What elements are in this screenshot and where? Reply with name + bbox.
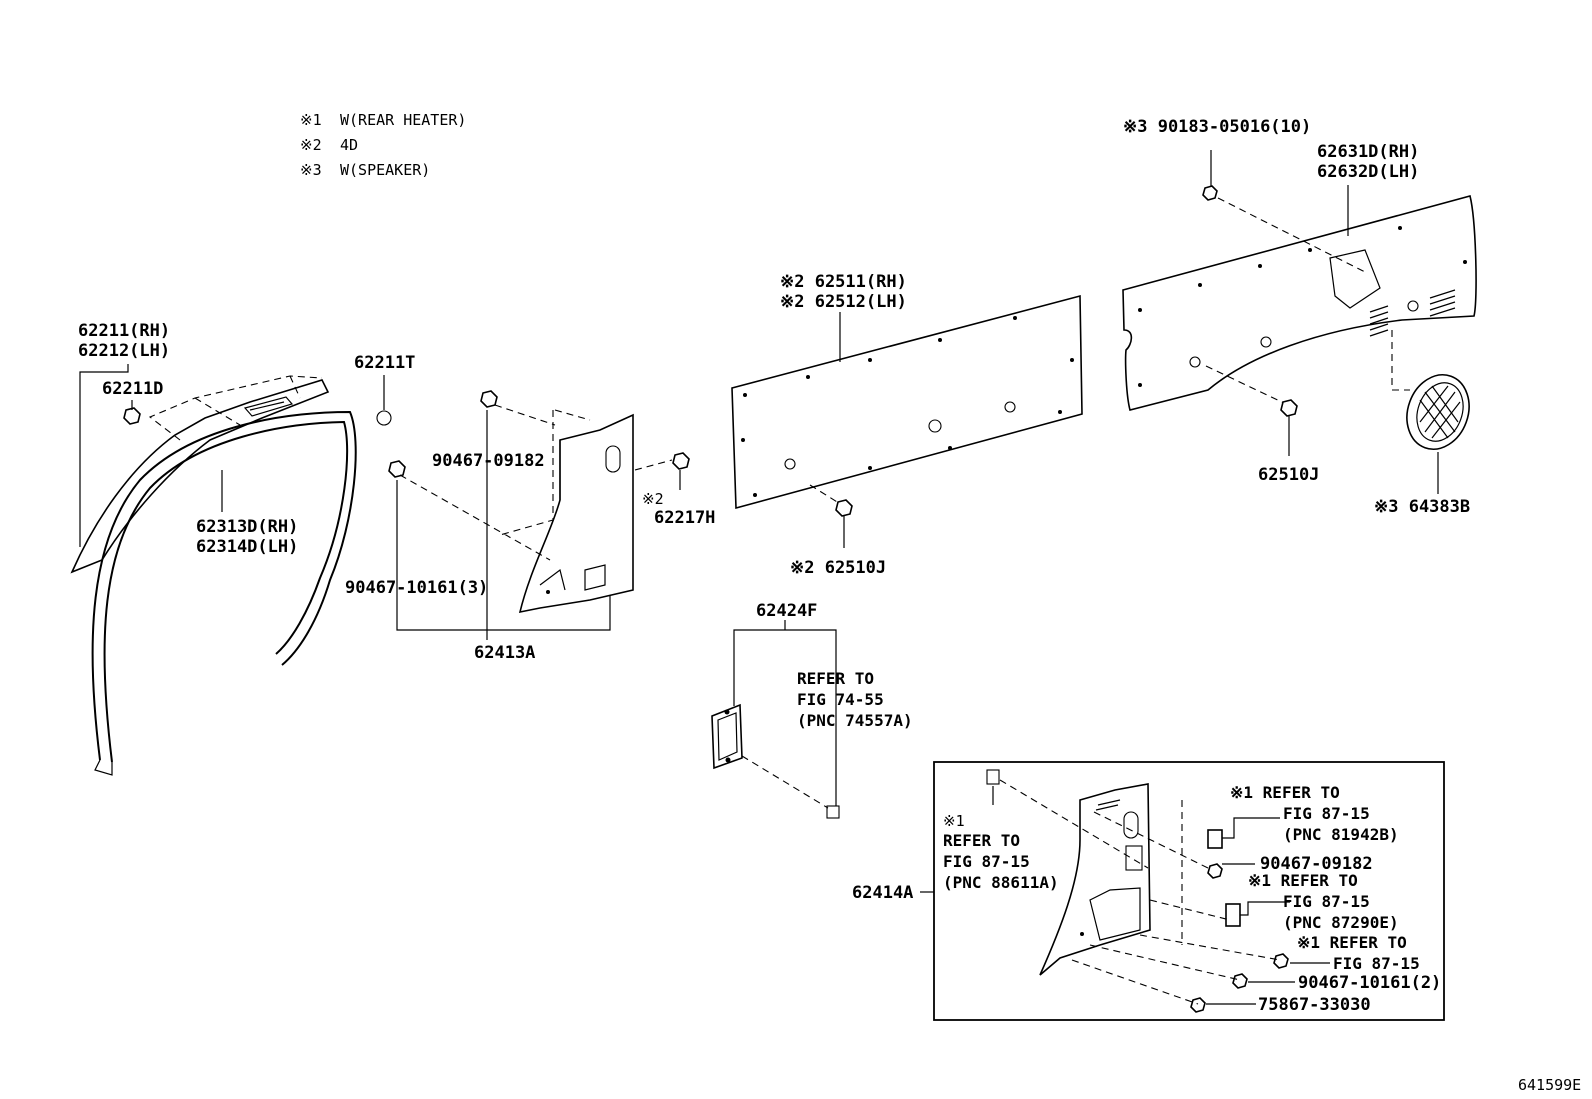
cap-62211t[interactable] [376,410,392,426]
leader-62510j-a-dash [809,484,843,506]
label-62510j-b: 62510J [1258,465,1319,485]
clip-box-75867[interactable] [1190,997,1206,1013]
clip-box-90467-10161[interactable] [1232,973,1248,989]
box-ref-l-line2: FIG 87-15 [943,852,1030,871]
label-62314d-lh: 62314D(LH) [196,537,298,557]
box-ref-l-line3: (PNC 88611A) [943,873,1059,892]
leader-62510j-b-dash [1205,365,1287,405]
side-panel-62511[interactable] [731,294,1083,510]
label-62211-rh: 62211(RH) [78,321,170,341]
speaker-grille-slots [1369,289,1456,337]
label-62632d-lh: 62632D(LH) [1317,162,1419,182]
clip-62211d[interactable] [123,407,141,425]
box-ref-r2-line1: ※1 REFER TO [1248,871,1358,890]
label-62510j-a: ※2 62510J [790,558,886,578]
label-62313d-rh: 62313D(RH) [196,517,298,537]
label-62211t: 62211T [354,353,415,373]
leader-64383b-dash [1391,330,1410,391]
leader-62413a-dash [399,404,673,561]
label-90467-09182: 90467-09182 [432,451,545,471]
label-64383b: ※3 64383B [1374,497,1470,517]
trim-slot [605,445,621,473]
quarter-trim-62414a[interactable] [1039,783,1151,976]
bracket-62424f[interactable] [711,703,743,770]
box-ref-l-line1: REFER TO [943,831,1020,850]
inset-leaders [1206,817,1330,1005]
clip-90467-09182[interactable] [480,390,498,408]
clip-62510j-b[interactable] [1280,399,1298,417]
box-ref-r3-line1: ※1 REFER TO [1297,933,1407,952]
legend-text-2: 4D [340,136,358,154]
label-62512-lh: ※2 62512(LH) [780,292,907,312]
leader-90183-dash [1217,197,1366,273]
box-label-75867-33030: 75867-33030 [1258,995,1371,1015]
label-62424f: 62424F [756,601,817,621]
leader-62424f-dash [741,755,829,809]
fastener-62424f[interactable] [826,805,840,819]
label-62212-lh: 62212(LH) [78,341,170,361]
inset-dash-lines [999,779,1281,1005]
legend-text-1: W(REAR HEATER) [340,111,466,129]
diagram-id: 641599E [1518,1076,1581,1094]
label-62217h-mark: ※2 [642,490,664,508]
legend-text-3: W(SPEAKER) [340,161,430,179]
box-ref-r1-line1: ※1 REFER TO [1230,783,1340,802]
box-ref-l-mark: ※1 [943,812,965,830]
ref-74-55-line3: (PNC 74557A) [797,711,913,730]
clip-box-90467-09182[interactable] [1207,863,1223,879]
leader-62211-dash-2 [194,375,301,426]
quarter-trim-62413a[interactable] [518,413,634,614]
nut-90183[interactable] [1202,185,1218,201]
ref-74-55-line1: REFER TO [797,669,874,688]
label-62414a: 62414A [852,883,913,903]
legend-mark-2: ※2 [300,136,322,154]
ref-74-55-line2: FIG 74-55 [797,690,884,709]
weatherstrip-62313d[interactable] [91,410,357,776]
label-62211d: 62211D [102,379,163,399]
clip-62510j-a[interactable] [835,499,853,517]
clip-62217h[interactable] [672,452,690,470]
box-ref-r1-line3: (PNC 81942B) [1283,825,1399,844]
label-90183: ※3 90183-05016(10) [1123,117,1311,137]
box-label-90467-09182: 90467-09182 [1260,854,1373,874]
pillar-garnish-62211[interactable] [70,379,330,574]
leader-62413a [396,410,611,631]
side-panel-62631d[interactable] [1122,195,1477,411]
label-62511-rh: ※2 62511(RH) [780,272,907,292]
label-62217h: 62217H [654,508,715,528]
box-ref-r2-line2: FIG 87-15 [1283,892,1370,911]
box-ref-r2-line3: (PNC 87290E) [1283,913,1399,932]
speaker-grille-64383b[interactable] [1397,366,1479,458]
clip-90467-10161[interactable] [388,460,406,478]
clip-box-refer-r3[interactable] [1273,953,1289,969]
leader-62211 [79,364,129,547]
box-label-90467-10161-2: 90467-10161(2) [1298,973,1441,993]
clip-box-top[interactable] [986,769,1000,785]
label-90467-10161-3: 90467-10161(3) [345,578,488,598]
part-box-87290e[interactable] [1225,903,1241,927]
inset-box [933,761,1445,1021]
label-62413a: 62413A [474,643,535,663]
part-box-81942b[interactable] [1207,829,1223,849]
box-ref-r1-line2: FIG 87-15 [1283,804,1370,823]
label-62631d-rh: 62631D(RH) [1317,142,1419,162]
legend-mark-1: ※1 [300,111,322,129]
legend: ※1 W(REAR HEATER) ※2 4D ※3 W(SPEAKER) [300,111,466,179]
box-ref-r3-line2: FIG 87-15 [1333,954,1420,973]
leader-62424f [733,620,837,806]
legend-mark-3: ※3 [300,161,322,179]
